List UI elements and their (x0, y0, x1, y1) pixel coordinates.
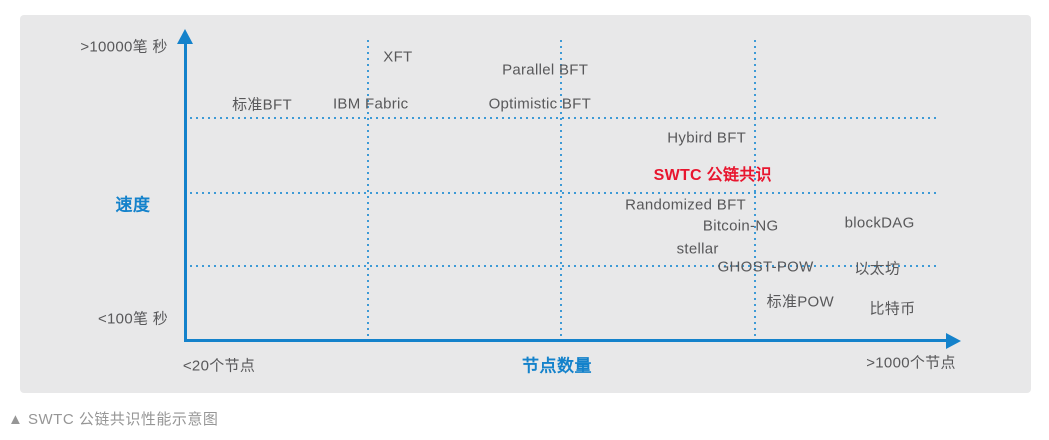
x-axis-arrow-icon (946, 333, 961, 349)
y-axis-title: 速度 (115, 195, 151, 215)
y-axis-line (184, 43, 187, 341)
chart-point-label: XFT (383, 48, 413, 66)
chart-point-label: Optimistic BFT (488, 95, 592, 113)
chart-point-label: 标准BFT (232, 96, 292, 114)
chart-point-label: 比特币 (869, 300, 916, 318)
x-axis-max-label: >1000个节点 (866, 354, 956, 372)
gridline-horizontal (190, 116, 938, 119)
y-axis-max-label: >10000笔 秒 (80, 38, 168, 56)
chart-point-label: Bitcoin-NG (702, 217, 779, 235)
x-axis-line (184, 339, 948, 342)
chart-point-label: IBM Fabric (332, 95, 409, 113)
gridline-vertical (366, 40, 369, 341)
x-axis-min-label: <20个节点 (182, 357, 256, 375)
gridline-vertical (559, 40, 562, 341)
chart-point-label: GHOST-POW (717, 258, 814, 276)
chart-point-label: Randomized BFT (625, 196, 747, 214)
x-axis-title: 节点数量 (522, 356, 592, 376)
chart-panel: >10000笔 秒 速度 <100笔 秒 <20个节点 节点数量 >1000个节… (20, 15, 1031, 393)
chart-point-label-highlight: SWTC 公链共识 (653, 167, 772, 184)
gridline-horizontal (190, 265, 938, 268)
y-axis-arrow-icon (177, 29, 193, 44)
chart-point-label: blockDAG (844, 214, 915, 232)
gridline-vertical (754, 40, 757, 341)
y-axis-min-label: <100笔 秒 (97, 310, 169, 328)
chart-point-label: 标准POW (766, 293, 834, 311)
chart-point-label: Hybird BFT (667, 129, 747, 147)
chart-caption: ▲ SWTC 公链共识性能示意图 (8, 411, 219, 428)
gridline-horizontal (190, 191, 938, 194)
chart-point-label: stellar (676, 240, 719, 258)
chart-point-label: Parallel BFT (502, 61, 589, 79)
chart-point-label: 以太坊 (854, 260, 901, 278)
